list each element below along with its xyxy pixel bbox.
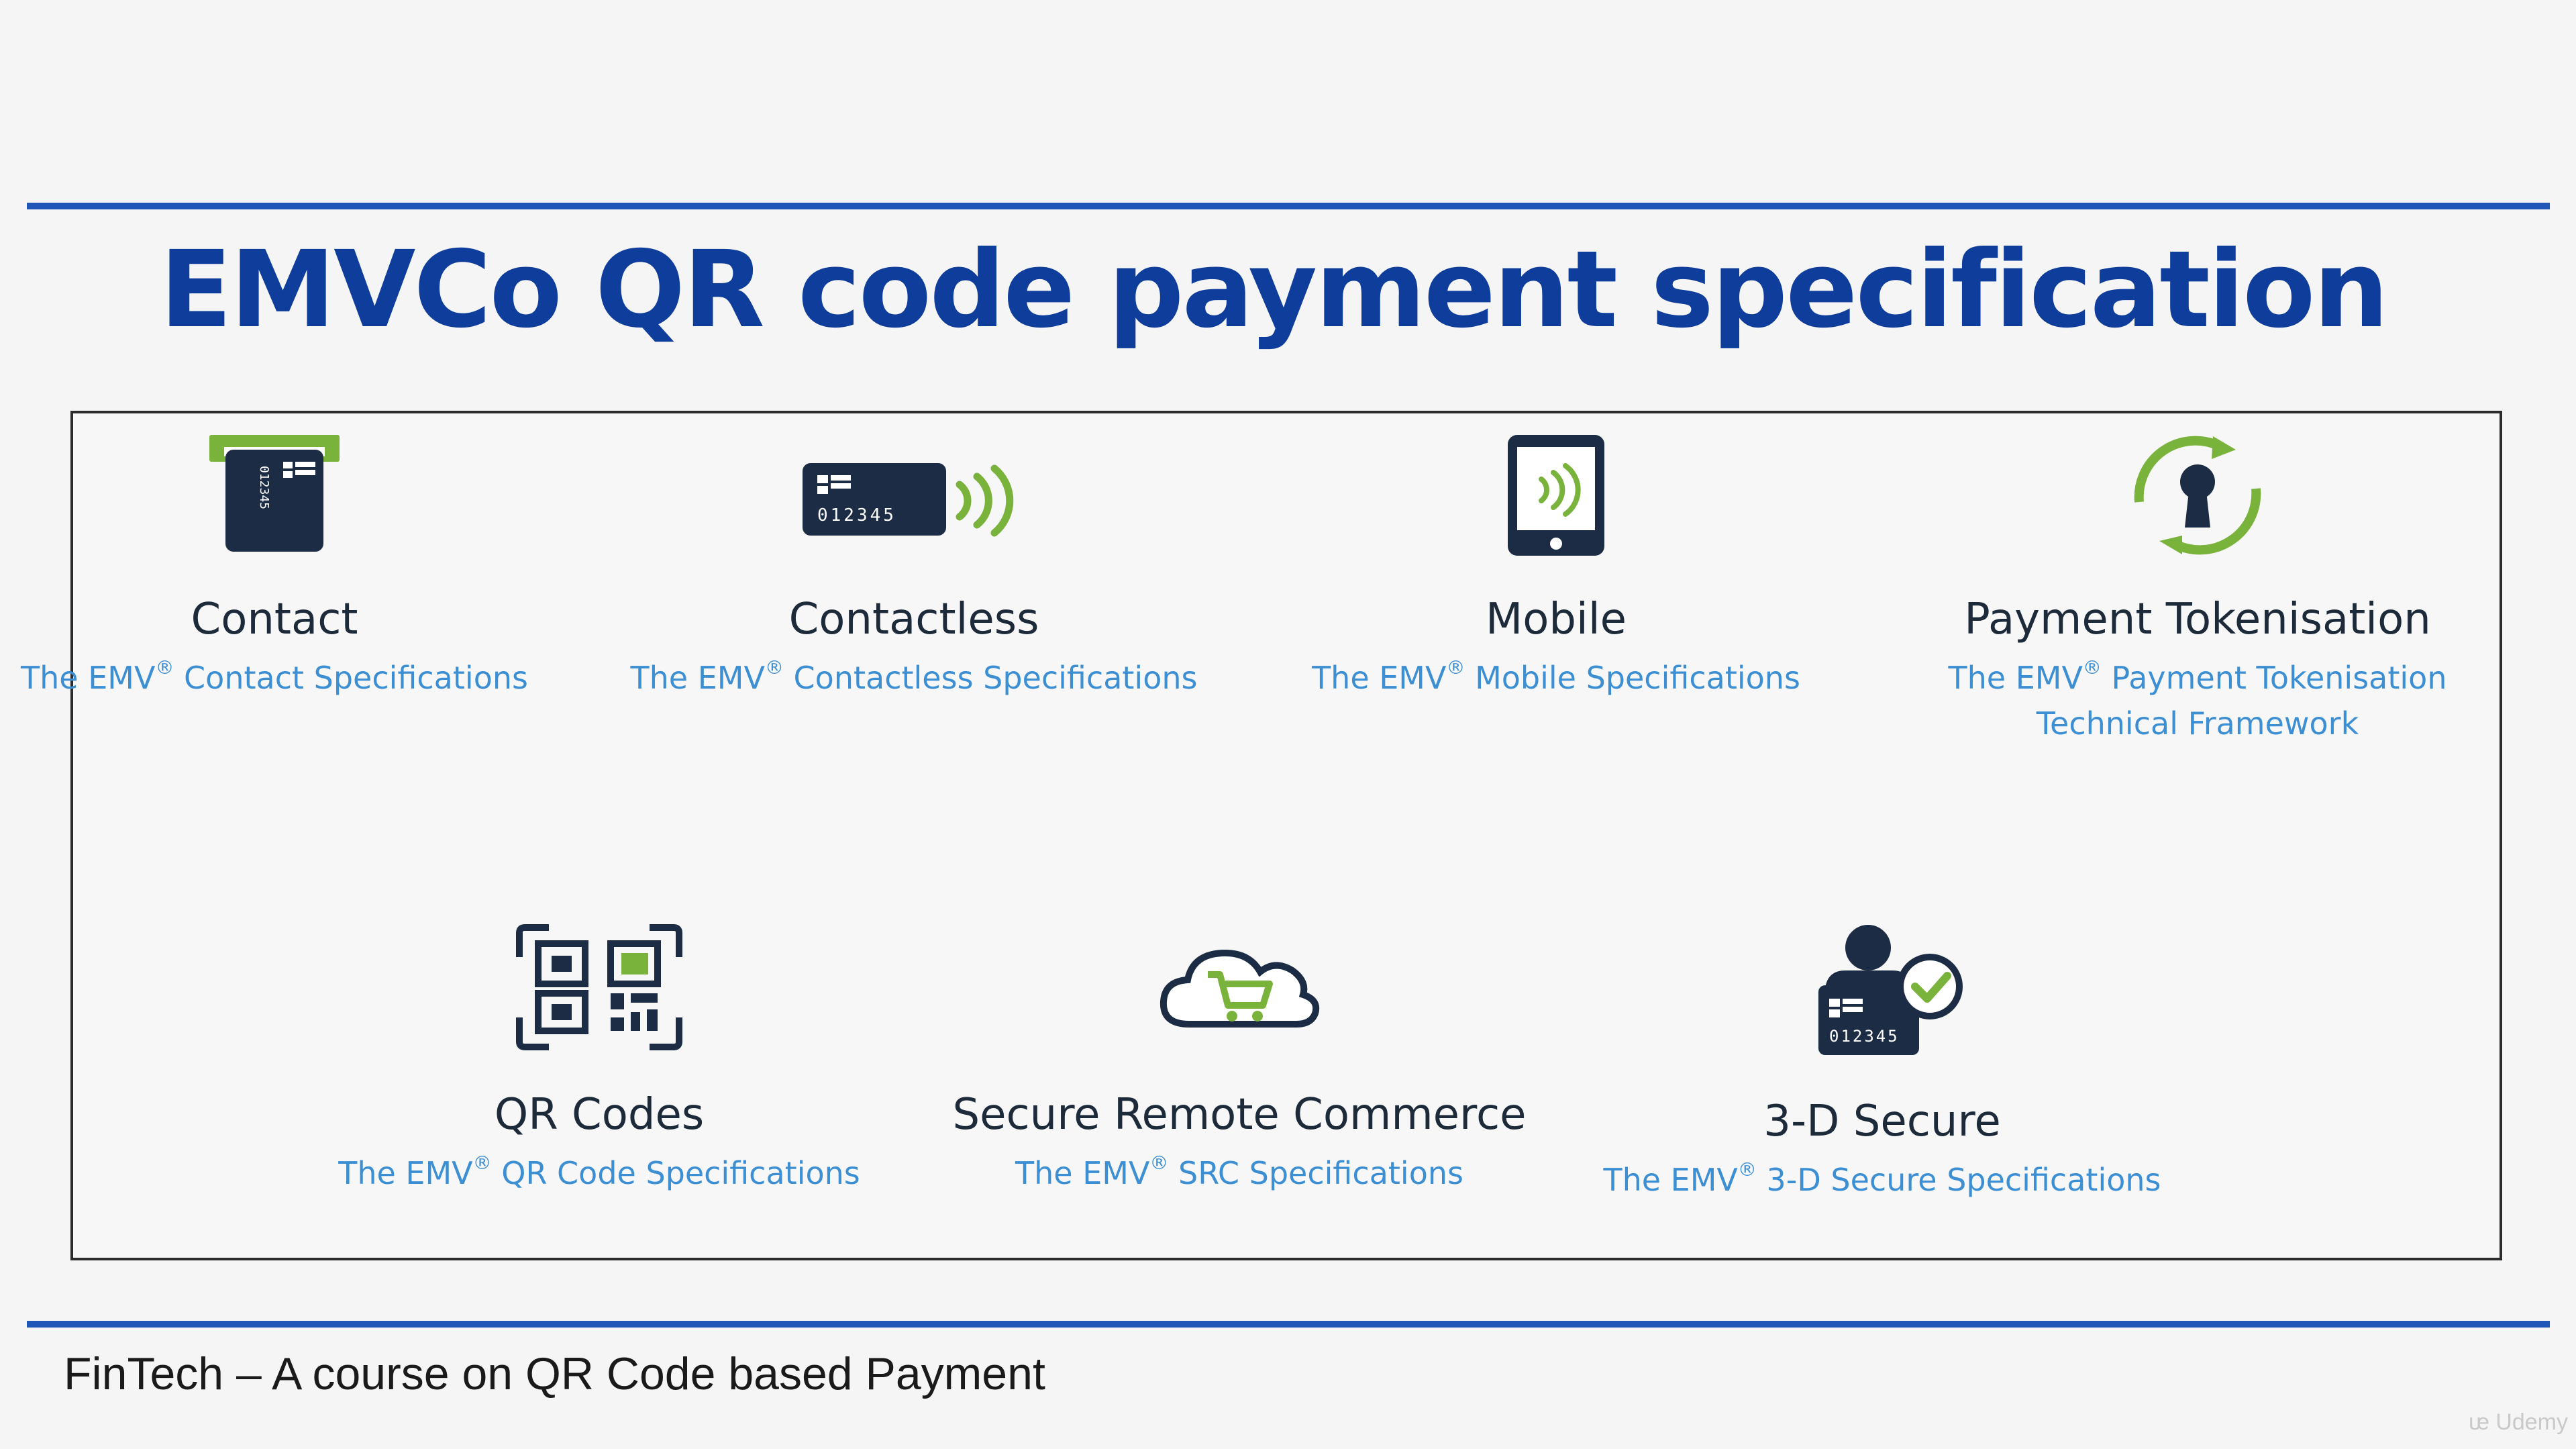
spec-name: 3-D Secure <box>1763 1097 2001 1146</box>
contactless-card-icon: 012345 <box>612 435 1216 556</box>
registered-mark: ® <box>1149 1152 1169 1174</box>
card-number: 012345 <box>257 466 271 509</box>
spec-item-qr-codes: QR Codes The EMV® QR Code Specifications <box>297 923 901 1196</box>
registered-mark: ® <box>764 656 784 679</box>
spec-description[interactable]: The EMV® Payment Tokenisation Technical … <box>1948 656 2447 742</box>
spec-description[interactable]: The EMV® SRC Specifications <box>1015 1152 1463 1192</box>
spec-description[interactable]: The EMV® Mobile Specifications <box>1312 656 1800 697</box>
registered-mark: ® <box>1737 1158 1757 1181</box>
registered-mark: ® <box>472 1152 492 1174</box>
mobile-nfc-icon <box>1254 435 1858 556</box>
spec-name: Mobile <box>1486 595 1627 644</box>
bottom-rule <box>27 1321 2550 1328</box>
spec-item-contactless: 012345 Contactless The EMV® Contactless … <box>612 435 1216 701</box>
card-number: 012345 <box>1829 1027 1900 1046</box>
udemy-logo-icon: ᵫ <box>2468 1409 2496 1435</box>
registered-mark: ® <box>2082 656 2102 679</box>
spec-description[interactable]: The EMV® Contact Specifications <box>21 656 528 697</box>
registered-mark: ® <box>1446 656 1465 679</box>
spec-item-contact: 012345 Contact The EMV® Contact Specific… <box>0 435 576 701</box>
udemy-watermark: ᵫ Udemy <box>2468 1409 2568 1435</box>
page-title: EMVCo QR code payment specification <box>160 228 2389 352</box>
spec-name: Contactless <box>788 595 1039 644</box>
spec-item-payment-tokenisation: Payment Tokenisation The EMV® Payment To… <box>1896 435 2500 746</box>
cloud-cart-icon <box>937 923 1541 1051</box>
spec-name: QR Codes <box>494 1090 705 1140</box>
token-keyhole-icon <box>1896 435 2500 556</box>
spec-name: Payment Tokenisation <box>1964 595 2431 644</box>
registered-mark: ® <box>155 656 174 679</box>
qr-code-icon <box>297 923 901 1051</box>
secure-user-card-icon: 012345 <box>1580 923 2184 1058</box>
spec-description[interactable]: The EMV® Contactless Specifications <box>630 656 1198 697</box>
spec-name: Contact <box>191 595 358 644</box>
spec-item-3d-secure: 012345 3-D Secure The EMV® 3-D Secure Sp… <box>1580 923 2184 1203</box>
spec-description[interactable]: The EMV® QR Code Specifications <box>338 1152 860 1192</box>
card-insert-icon: 012345 <box>0 435 576 556</box>
spec-item-secure-remote-commerce: Secure Remote Commerce The EMV® SRC Spec… <box>937 923 1541 1196</box>
top-rule <box>27 203 2550 209</box>
spec-name: Secure Remote Commerce <box>952 1090 1527 1140</box>
spec-panel: 012345 Contact The EMV® Contact Specific… <box>21 411 2502 1260</box>
footer-course-title: FinTech – A course on QR Code based Paym… <box>64 1348 1045 1399</box>
spec-description[interactable]: The EMV® 3-D Secure Specifications <box>1603 1158 2161 1199</box>
spec-item-mobile: Mobile The EMV® Mobile Specifications <box>1254 435 1858 701</box>
card-number: 012345 <box>817 505 896 526</box>
